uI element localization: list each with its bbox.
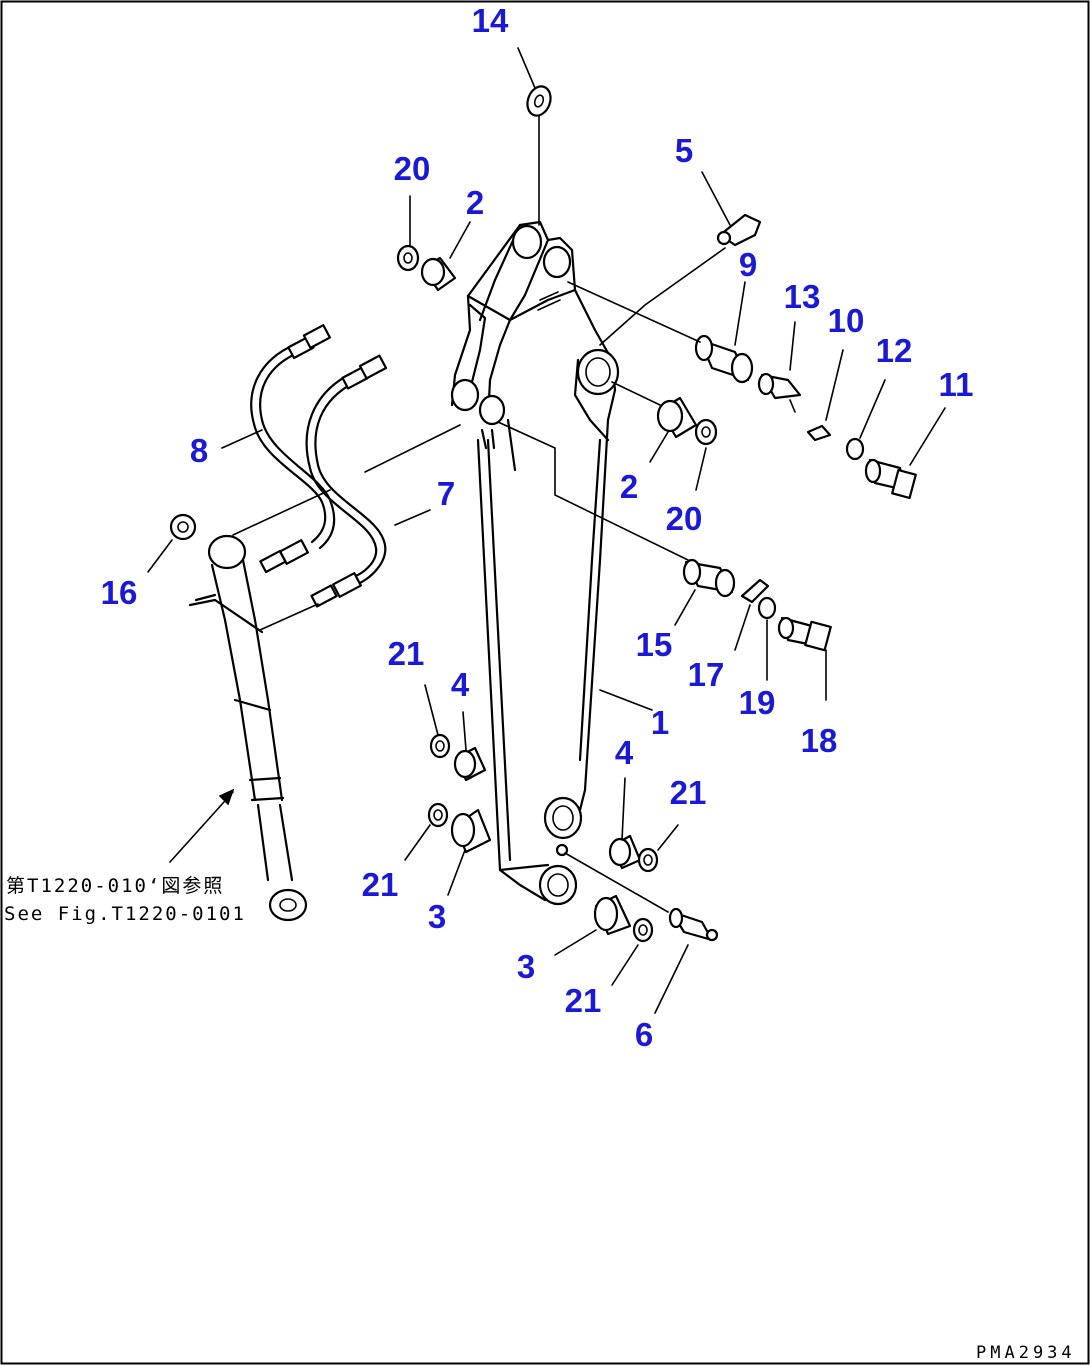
callout-labels: 14 20 2 5 9 13 10 12 11 8 7 16 2 20 15 1… [101,2,974,1053]
callout-14: 14 [472,2,509,39]
callout-21: 21 [362,866,399,903]
callout-19: 19 [739,684,776,721]
callout-13: 13 [784,278,821,315]
callout-20: 20 [394,150,431,187]
callout-16: 16 [101,574,138,611]
callout-11: 11 [939,366,974,403]
hose-7 [305,354,388,608]
callout-21: 21 [388,635,425,672]
leader-lines [147,47,946,1014]
callout-4: 4 [451,666,470,703]
callout-3: 3 [428,898,446,935]
callout-10: 10 [828,302,865,339]
callout-15: 15 [636,626,673,663]
callout-21: 21 [565,982,602,1019]
callout-21: 21 [670,774,707,811]
callout-2: 2 [466,184,484,221]
callout-3: 3 [517,948,535,985]
callout-4: 4 [615,734,634,771]
reference-note-jp: 第T1220-010‘図参照 [6,875,224,897]
cylinder-assembly [188,534,308,922]
callout-5: 5 [675,132,693,169]
callout-9: 9 [739,246,757,283]
drawing-code: PMA2934 [976,1343,1076,1363]
callout-6: 6 [635,1016,653,1053]
callout-12: 12 [876,332,913,369]
callout-20: 20 [666,500,703,537]
parts [169,85,917,943]
callout-7: 7 [437,475,455,512]
arm-body [450,220,620,906]
hose-8 [250,324,336,574]
callout-8: 8 [190,432,208,469]
reference-note-en: See Fig.T1220-0101 [4,903,246,925]
callout-1: 1 [651,704,669,741]
callout-18: 18 [801,722,838,759]
callout-17: 17 [688,656,725,693]
callout-2: 2 [620,468,638,505]
